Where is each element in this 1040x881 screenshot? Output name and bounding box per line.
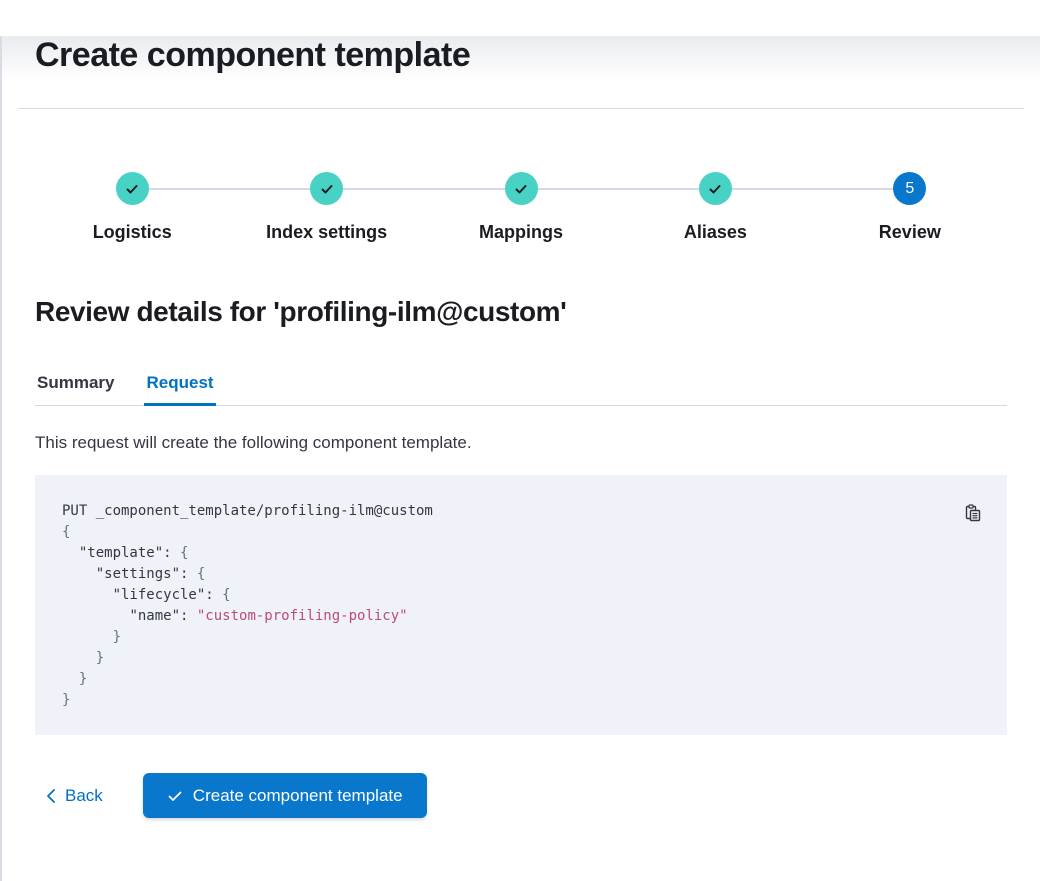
review-heading: Review details for 'profiling-ilm@custom… — [35, 296, 567, 327]
wizard-stepper: Logistics Index settings Mappings Aliase… — [35, 172, 1007, 243]
chevron-left-icon — [47, 788, 55, 803]
step-label: Index settings — [266, 222, 388, 242]
code-lines: PUT _component_template/profiling-ilm@cu… — [62, 501, 947, 711]
back-button-label: Back — [65, 785, 103, 805]
step-mappings: Mappings — [424, 172, 618, 243]
check-icon — [321, 184, 333, 193]
step-label: Aliases — [683, 222, 747, 242]
code-line: "lifecycle": { — [112, 587, 231, 603]
code-line: } — [62, 629, 122, 645]
step-review: 5 Review — [813, 172, 1007, 243]
step-label: Review — [878, 222, 941, 242]
code-line: { — [62, 524, 71, 540]
copy-to-clipboard-button[interactable] — [957, 497, 989, 529]
step-logistics-circle[interactable] — [115, 172, 149, 205]
code-line: PUT _component_template/profiling-ilm@cu… — [62, 503, 433, 519]
code-line: "settings": { — [95, 566, 206, 582]
check-icon — [168, 791, 182, 801]
page-title: Create component template — [35, 36, 471, 74]
check-icon — [709, 184, 721, 193]
step-index-settings-circle[interactable] — [310, 172, 344, 205]
create-component-template-button[interactable]: Create component template — [142, 773, 427, 818]
title-divider — [18, 108, 1024, 109]
code-line: "name": "custom-profiling-policy" — [129, 608, 408, 624]
code-line: "template": { — [78, 545, 189, 561]
step-aliases-circle[interactable] — [698, 172, 732, 205]
step-mappings-circle[interactable] — [504, 172, 538, 205]
tab-request[interactable]: Request — [144, 373, 216, 406]
request-description: This request will create the following c… — [35, 433, 472, 452]
check-icon — [126, 184, 138, 193]
request-code-block: PUT _component_template/profiling-ilm@cu… — [35, 475, 1007, 735]
step-aliases: Aliases — [618, 172, 812, 243]
wizard-footer: Back Create component template — [35, 773, 1007, 818]
step-logistics: Logistics — [35, 172, 229, 243]
create-button-label: Create component template — [192, 785, 403, 805]
step-label: Mappings — [479, 222, 564, 242]
code-line: } — [62, 692, 71, 708]
code-line: } — [62, 671, 88, 687]
copy-clipboard-icon — [965, 503, 980, 521]
tab-summary[interactable]: Summary — [35, 373, 116, 405]
step-review-circle[interactable]: 5 — [893, 172, 927, 205]
step-index-settings: Index settings — [229, 172, 423, 243]
step-label: Logistics — [92, 222, 172, 242]
code-line: } — [62, 650, 105, 666]
create-component-template-page: Create component template Logistics Inde… — [2, 36, 1040, 818]
step-number: 5 — [905, 179, 915, 197]
check-icon — [515, 184, 527, 193]
back-button[interactable]: Back — [35, 778, 113, 814]
review-tabs: Summary Request — [35, 373, 1007, 406]
